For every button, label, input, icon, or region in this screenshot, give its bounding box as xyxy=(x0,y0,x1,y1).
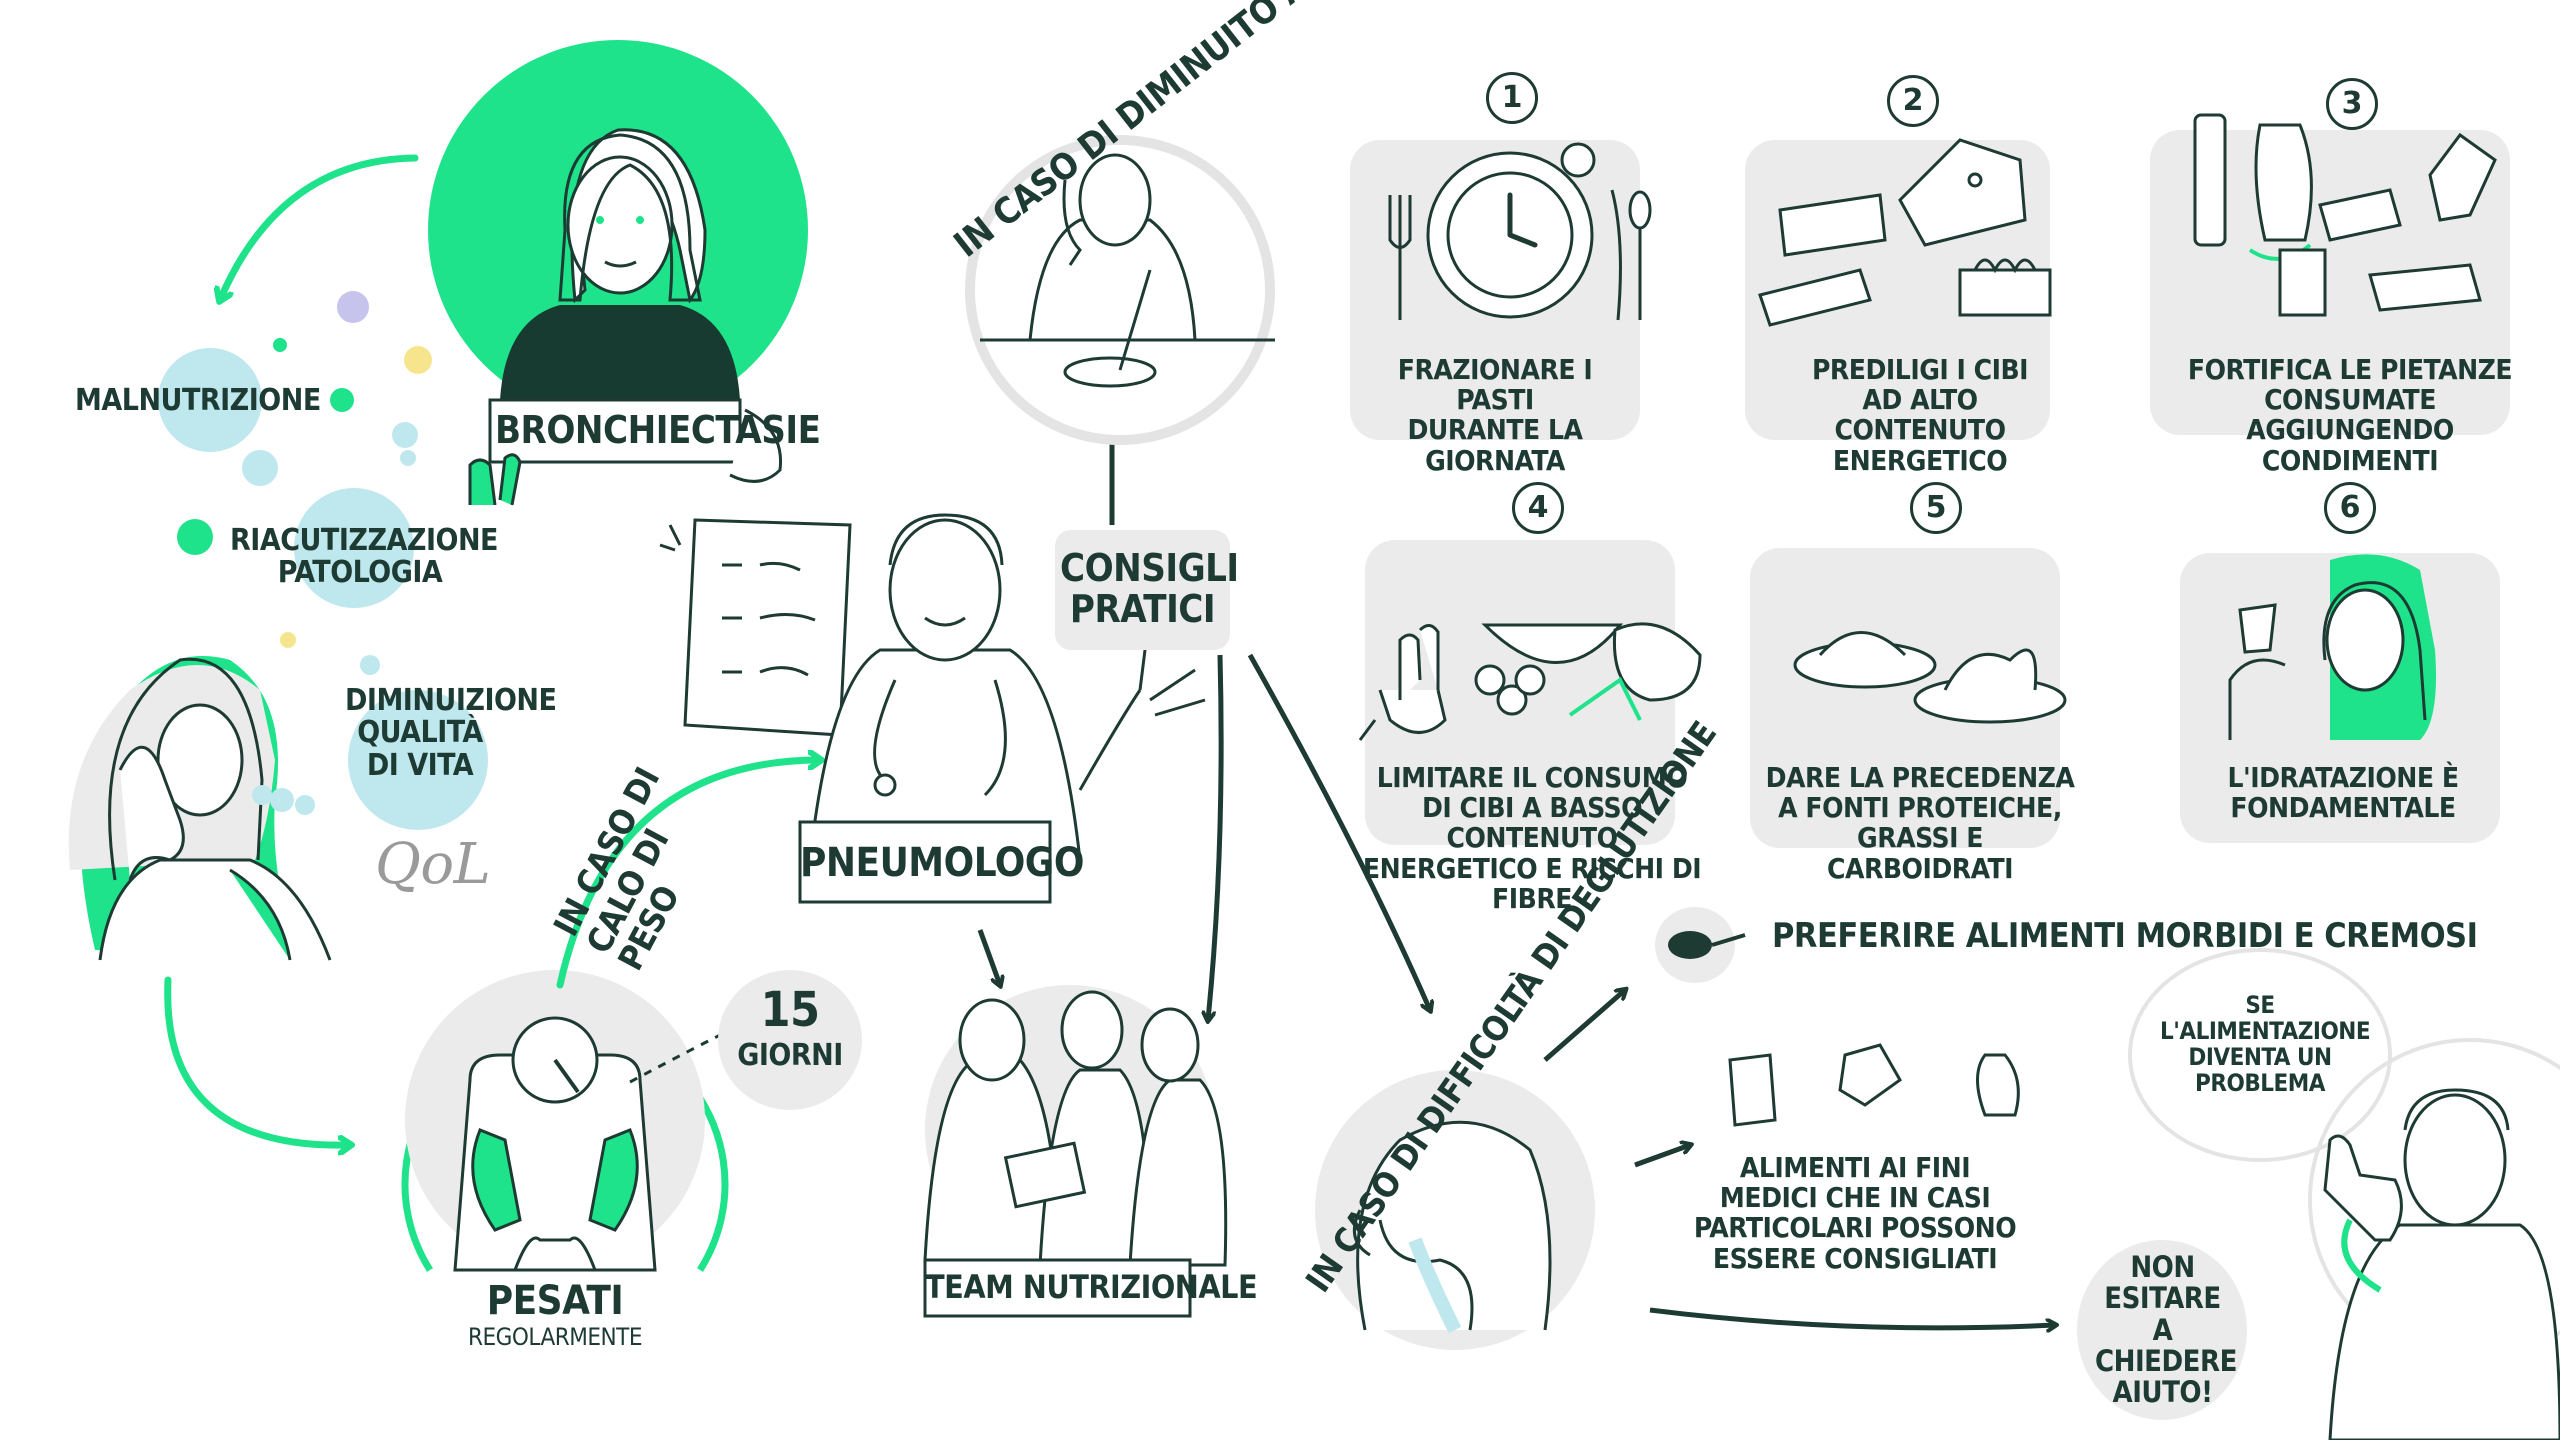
tip-text-4: Limitare il consumo di cibi a basso cont… xyxy=(1362,761,1702,915)
team-illustration xyxy=(923,985,1228,1275)
cycle-arrow-top xyxy=(220,154,419,300)
help-call-to-action: Non esitare a chiedere aiuto! xyxy=(2095,1250,2237,1410)
patient-portrait xyxy=(428,40,808,420)
help-bubble xyxy=(2077,1240,2247,1420)
cycle-arrow-bottom xyxy=(164,976,350,1145)
arrow-to-swallowing xyxy=(1247,653,1430,1010)
arrow-to-help xyxy=(1649,1307,2055,1328)
tip-text-5: Dare la precedenza a fonti proteiche, gr… xyxy=(1765,761,2075,885)
condiments-icon xyxy=(2193,113,2497,317)
medical-foods-icon xyxy=(1728,1043,2020,1127)
dashed-connector xyxy=(629,1023,741,1084)
interval-number: 15 xyxy=(760,982,820,1038)
protein-foods-icon xyxy=(1793,631,2067,724)
weight-loss-arrow xyxy=(556,760,820,989)
team-label-box xyxy=(923,1258,1192,1318)
spoon-cream-icon xyxy=(1655,907,1746,983)
tip-number-1: 1 xyxy=(1486,72,1538,124)
pneumologist-label: Pneumologo xyxy=(800,840,1084,886)
clock-plate-icon xyxy=(1388,142,1652,321)
help-condition-text: Se l'alimentazione diventa un problema xyxy=(2160,991,2371,1097)
tip-text-6: L'idratazione è fondamentale xyxy=(2227,761,2459,825)
practical-advice-label: Consigli pratici xyxy=(1060,546,1239,632)
consequence-bubbles xyxy=(158,291,488,830)
soft-foods-text: Preferire alimenti morbidi e cremosi xyxy=(1772,916,2478,956)
tip-number-2: 2 xyxy=(1887,75,1939,127)
weigh-title: Pesati xyxy=(486,1278,624,1324)
drinking-woman-icon xyxy=(2228,554,2436,740)
tip-number-3: 3 xyxy=(2326,78,2378,130)
qol-label: QoL xyxy=(375,832,491,897)
pneumologist-illustration xyxy=(659,513,1206,861)
thumbs-up-doctor-illustration xyxy=(2308,1038,2560,1440)
tip-number-6: 6 xyxy=(2324,482,2376,534)
disease-sign xyxy=(488,398,742,464)
weigh-subtitle: regolarmente xyxy=(468,1323,642,1351)
scale-illustration xyxy=(401,970,729,1272)
coughing-woman-illustration xyxy=(68,656,332,961)
consequence-quality-of-life: Diminuizione qualità di vita xyxy=(345,683,557,783)
practical-advice-box xyxy=(1055,530,1230,650)
energy-foods-icon xyxy=(1758,138,2052,327)
arrow-soft-foods xyxy=(1543,990,1625,1062)
interval-unit: giorni xyxy=(737,1038,843,1073)
arrow-to-team-right xyxy=(1208,654,1224,1020)
disease-label: Bronchiectasie xyxy=(495,408,821,452)
consequence-malnutrition: Malnutrizione xyxy=(75,383,321,418)
condition-speech-bubble xyxy=(2128,948,2392,1162)
tip-text-2: Prediligi i cibi ad alto contenuto energ… xyxy=(1811,353,2029,477)
tip-text-1: Frazionare i pasti durante la giornata xyxy=(1397,353,1593,477)
fiber-foods-icon xyxy=(1358,622,1702,741)
hand-icon xyxy=(729,408,783,483)
tip-text-3: Fortifica le pietanze consumate aggiunge… xyxy=(2187,353,2513,477)
appetite-illustration xyxy=(965,135,1275,445)
medical-foods-text: Alimenti ai fini medici che in casi part… xyxy=(1693,1151,2017,1275)
tip-number-4: 4 xyxy=(1512,482,1564,534)
arrow-medical-foods xyxy=(1634,1145,1690,1168)
tip-number-5: 5 xyxy=(1910,482,1962,534)
team-label: Team nutrizionale xyxy=(925,1268,1258,1306)
swallowing-illustration xyxy=(1315,1070,1595,1350)
consequence-exacerbation: Riacutizzazione patologia xyxy=(230,523,498,591)
pneumologist-label-box xyxy=(798,820,1052,904)
interval-bubble xyxy=(718,970,862,1110)
arrow-to-team xyxy=(977,929,1000,985)
